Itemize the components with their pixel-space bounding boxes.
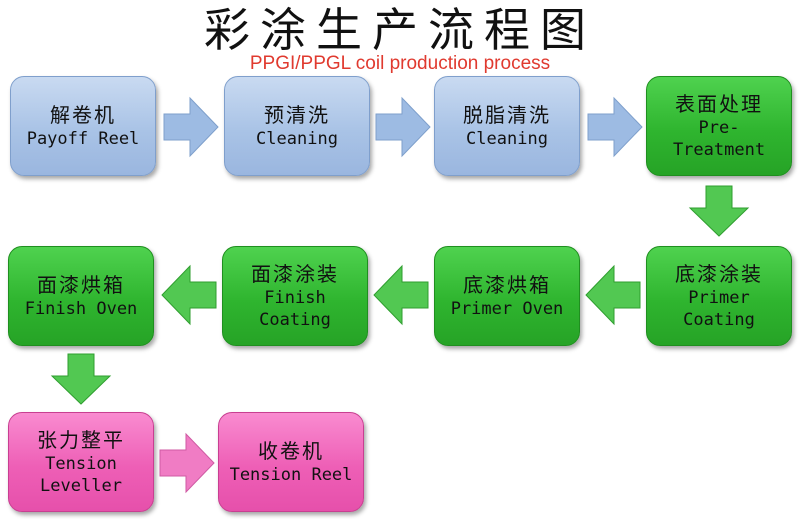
step-tension-reel-en: Tension Reel [229,465,353,485]
arrow-right-icon [163,96,219,158]
arrow-right-icon [587,96,643,158]
arrow-right-icon [159,432,215,494]
step-tension-leveller-en: Tension Leveller [40,454,122,496]
arrow-shape [587,96,643,158]
arrow-down-icon [50,353,112,405]
arrow-shape [585,264,641,326]
step-primer-coating-cn: 底漆涂装 [675,262,763,286]
step-primer-oven-en: Primer Oven [450,299,564,319]
step-finish-coating-cn: 面漆涂装 [251,262,339,286]
arrow-shape [373,264,429,326]
step-payoff-reel-en: Payoff Reel [26,129,140,149]
arrow-shape [50,353,112,405]
step-pre-treatment-en: Pre- Treatment [672,118,766,160]
diagram-subtitle: PPGI/PPGL coil production process [249,53,551,74]
arrow-shape [163,96,219,158]
step-pre-cleaning-cn: 预清洗 [264,103,330,127]
step-degreasing-cleaning-en: Cleaning [466,129,548,149]
step-primer-coating: 底漆涂装 Primer Coating [646,246,792,346]
step-payoff-reel-cn: 解卷机 [50,103,116,127]
step-finish-coating: 面漆涂装 Finish Coating [222,246,368,346]
arrow-down-icon [688,185,750,237]
step-finish-coating-en: Finish Coating [259,288,331,330]
step-tension-reel: 收卷机 Tension Reel [218,412,364,512]
arrow-left-icon [585,264,641,326]
step-finish-oven-cn: 面漆烘箱 [37,273,125,297]
step-degreasing-cleaning: 脱脂清洗 Cleaning [434,76,580,176]
step-pre-cleaning: 预清洗 Cleaning [224,76,370,176]
step-degreasing-cleaning-cn: 脱脂清洗 [463,103,551,127]
step-payoff-reel: 解卷机 Payoff Reel [10,76,156,176]
step-primer-coating-en: Primer Coating [683,288,755,330]
step-primer-oven: 底漆烘箱 Primer Oven [434,246,580,346]
arrow-shape [161,264,217,326]
step-finish-oven-en: Finish Oven [24,299,138,319]
arrow-left-icon [161,264,217,326]
step-tension-leveller: 张力整平 Tension Leveller [8,412,154,512]
arrow-left-icon [373,264,429,326]
arrow-right-icon [375,96,431,158]
diagram-title: 彩涂生产流程图 [204,3,596,57]
step-finish-oven: 面漆烘箱 Finish Oven [8,246,154,346]
step-primer-oven-cn: 底漆烘箱 [463,273,551,297]
step-pre-treatment: 表面处理 Pre- Treatment [646,76,792,176]
step-pre-treatment-cn: 表面处理 [675,92,763,116]
step-pre-cleaning-en: Cleaning [256,129,338,149]
arrow-shape [159,432,215,494]
arrow-shape [375,96,431,158]
step-tension-reel-cn: 收卷机 [258,439,324,463]
arrow-shape [688,185,750,237]
step-tension-leveller-cn: 张力整平 [37,428,125,452]
